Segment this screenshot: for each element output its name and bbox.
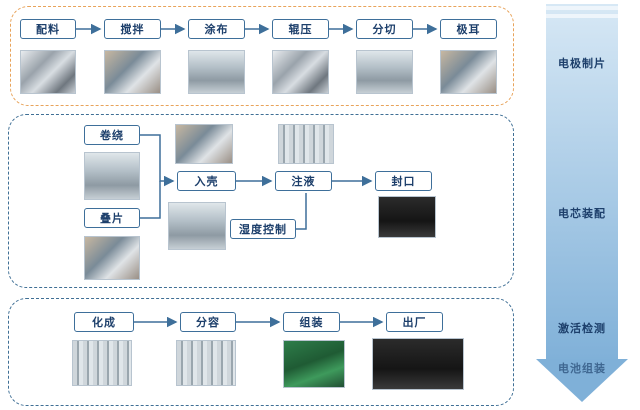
cell-assembly-panel xyxy=(8,114,514,288)
step-tab: 极耳 xyxy=(440,19,497,39)
step-grading: 分容 xyxy=(180,312,236,332)
coating-photo xyxy=(188,50,245,94)
stage-label-cell-assembly: 电芯装配 xyxy=(558,207,606,220)
activation-panel xyxy=(8,298,514,406)
stage-label-pack-assembly: 电池组装 xyxy=(558,362,606,375)
stage-label-electrode: 电极制片 xyxy=(558,57,606,70)
step-stacking: 叠片 xyxy=(84,208,140,228)
step-winding: 卷绕 xyxy=(84,125,140,145)
battery-pack-photo xyxy=(372,338,464,390)
step-shipping: 出厂 xyxy=(386,312,443,332)
formation-photo xyxy=(72,340,132,386)
pcb-photo xyxy=(283,340,345,388)
casing-photo xyxy=(175,124,233,164)
injection-photo xyxy=(278,124,334,164)
electrode-panel xyxy=(10,6,514,106)
batching-photo xyxy=(20,50,76,94)
assembly-line-photo xyxy=(168,202,226,250)
mixing-photo xyxy=(104,50,161,94)
stage-label-activation: 激活检测 xyxy=(558,322,606,335)
stage-arrow xyxy=(536,4,628,402)
stacking-photo xyxy=(84,236,140,280)
step-coating: 涂布 xyxy=(188,19,245,39)
grading-photo xyxy=(176,340,236,386)
step-module-assembly: 组装 xyxy=(283,312,340,332)
step-slitting: 分切 xyxy=(356,19,413,39)
step-sealing: 封口 xyxy=(375,171,432,191)
step-humidity-control: 湿度控制 xyxy=(230,219,296,239)
slitting-photo xyxy=(356,50,413,94)
rolling-photo xyxy=(272,50,329,94)
step-injection: 注液 xyxy=(275,171,332,191)
step-batching: 配料 xyxy=(20,19,76,39)
tab-photo xyxy=(440,50,497,94)
step-casing: 入壳 xyxy=(177,171,236,191)
sealing-photo xyxy=(378,196,436,238)
step-formation: 化成 xyxy=(74,312,134,332)
step-rolling: 辊压 xyxy=(272,19,329,39)
winding-photo xyxy=(84,152,140,200)
step-mixing: 搅拌 xyxy=(104,19,161,39)
